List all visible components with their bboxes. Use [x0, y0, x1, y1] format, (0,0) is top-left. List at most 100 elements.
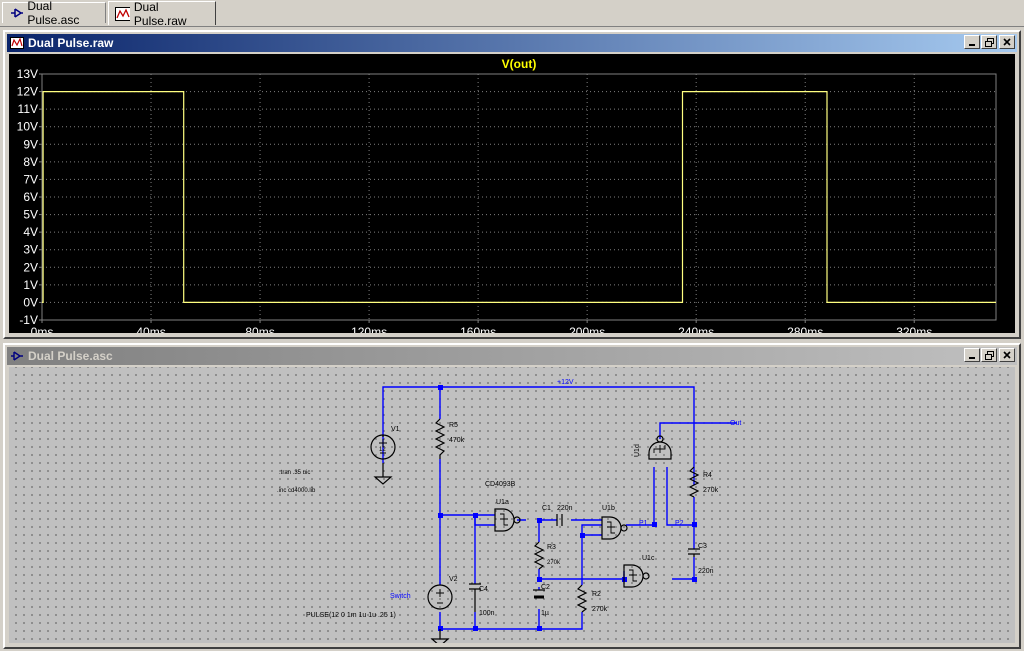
- capacitor-c3: [688, 548, 700, 557]
- x-tick-label: 280ms: [787, 325, 823, 333]
- waveform-window: Dual Pulse.raw 13V 12V 11V 10V 9V 8V 7V 6V 5V 4V 3…: [3, 30, 1021, 339]
- voltage-source-v2: [427, 584, 453, 610]
- schematic-canvas[interactable]: V1 12 R5 470k R4 270k R3 270k R2 270k C1…: [9, 367, 1015, 643]
- label-c2-value: 1µ: [541, 610, 549, 617]
- label-r5: R5: [449, 422, 458, 429]
- net-label-p2: P2: [675, 520, 684, 527]
- label-c1-value: 220n: [557, 505, 573, 512]
- close-icon: [1003, 38, 1011, 46]
- x-tick-label: 320ms: [896, 325, 932, 333]
- close-icon: [1003, 351, 1011, 359]
- label-c4-value: 100n: [479, 610, 495, 617]
- resistor-r2: [576, 584, 588, 613]
- series-line-vout: [42, 90, 996, 303]
- label-c3-value: 220n: [698, 568, 714, 575]
- tab-label: Dual Pulse.raw: [133, 0, 187, 28]
- minimize-button[interactable]: [964, 348, 980, 362]
- y-tick-label: 13V: [17, 67, 38, 81]
- y-tick-label: 11V: [18, 102, 38, 116]
- directive-tran: .tran .35 uic: [279, 470, 310, 476]
- resistor-r5: [434, 418, 446, 459]
- minimize-button[interactable]: [964, 35, 980, 49]
- label-v1-value: 12: [379, 447, 386, 453]
- tab-waveform[interactable]: Dual Pulse.raw: [108, 0, 216, 28]
- schematic-icon: [11, 351, 23, 361]
- y-tick-label: 0V: [23, 295, 38, 309]
- tab-schematic[interactable]: Dual Pulse.asc: [2, 0, 106, 27]
- tab-label: Dual Pulse.asc: [27, 0, 80, 27]
- window-title: Dual Pulse.raw: [28, 36, 114, 50]
- waveform-icon: [10, 37, 24, 49]
- net-label-out: Out: [730, 420, 741, 427]
- net-label-p1: P1: [639, 520, 648, 527]
- minimize-icon: [969, 44, 975, 46]
- x-tick-label: 240ms: [678, 325, 714, 333]
- resistor-r4: [688, 466, 700, 498]
- label-r3: R3: [547, 544, 556, 551]
- capacitor-c1: [556, 514, 563, 526]
- window-title: Dual Pulse.asc: [28, 349, 113, 363]
- resistor-r3: [533, 541, 545, 570]
- schematic-window: Dual Pulse.asc: [3, 343, 1021, 649]
- directive-include: .inc cd4000.lib: [277, 488, 316, 494]
- label-r5-value: 470k: [449, 437, 465, 444]
- label-u1b: U1b: [602, 505, 615, 512]
- y-tick-label: 4V: [23, 225, 38, 239]
- restore-icon: [984, 37, 994, 47]
- schematic-titlebar[interactable]: Dual Pulse.asc: [7, 347, 1017, 365]
- label-u1d: U1d: [634, 444, 641, 457]
- waveform-icon: [115, 6, 130, 21]
- close-button[interactable]: [999, 348, 1015, 362]
- x-tick-label: 120ms: [351, 325, 387, 333]
- plot-frame: [41, 73, 997, 321]
- document-tab-bar: Dual Pulse.asc Dual Pulse.raw: [0, 0, 1024, 28]
- x-tick-label: 80ms: [245, 325, 274, 333]
- label-r2-value: 270k: [592, 606, 608, 613]
- nand-gate-u1c: [623, 564, 644, 588]
- schematic-drawing: V1 12 R5 470k R4 270k R3 270k R2 270k C1…: [277, 379, 741, 643]
- nand-gate-u1a: [494, 508, 515, 532]
- label-r4-value: 270k: [703, 487, 719, 494]
- y-tick-label: 12V: [17, 85, 38, 99]
- y-tick-label: 2V: [23, 260, 38, 274]
- label-r4: R4: [703, 472, 712, 479]
- label-chip: CD4093B: [485, 481, 516, 488]
- label-v1: V1: [391, 426, 400, 433]
- capacitor-c4: [469, 583, 481, 612]
- trace-label: V(out): [502, 57, 537, 71]
- minimize-icon: [969, 357, 975, 359]
- label-c4: C4: [479, 586, 488, 593]
- nand-gate-u1b: [601, 516, 622, 540]
- y-tick-label: 6V: [23, 190, 38, 204]
- label-r2: R2: [592, 591, 601, 598]
- y-tick-label: 10V: [17, 120, 38, 134]
- close-button[interactable]: [999, 35, 1015, 49]
- label-c2: C2: [541, 584, 550, 591]
- x-tick-label: 0ms: [31, 325, 54, 333]
- restore-button[interactable]: [981, 348, 997, 362]
- label-c1: C1: [542, 505, 551, 512]
- y-tick-label: 5V: [23, 208, 38, 222]
- restore-button[interactable]: [981, 35, 997, 49]
- label-u1c: U1c: [642, 555, 655, 562]
- y-tick-label: 7V: [23, 172, 38, 186]
- y-tick-label: 8V: [23, 155, 38, 169]
- label-pulse: PULSE(12 0 1m 1u 1u .25 1): [306, 612, 396, 619]
- restore-icon: [984, 350, 994, 360]
- label-v2: V2: [449, 576, 458, 583]
- waveform-titlebar[interactable]: Dual Pulse.raw: [7, 34, 1017, 52]
- components: [370, 418, 700, 643]
- label-r3-value: 270k: [547, 560, 561, 566]
- schematic-icon: [11, 8, 24, 18]
- y-tick-label: -1V: [19, 313, 38, 327]
- x-tick-label: 160ms: [460, 325, 496, 333]
- y-tick-label: 9V: [23, 137, 38, 151]
- label-u1a: U1a: [496, 499, 509, 506]
- net-label-supply: +12V: [557, 379, 574, 386]
- wires: [382, 386, 737, 630]
- label-c3: C3: [698, 543, 707, 550]
- x-tick-label: 200ms: [569, 325, 605, 333]
- y-tick-label: 3V: [23, 243, 38, 257]
